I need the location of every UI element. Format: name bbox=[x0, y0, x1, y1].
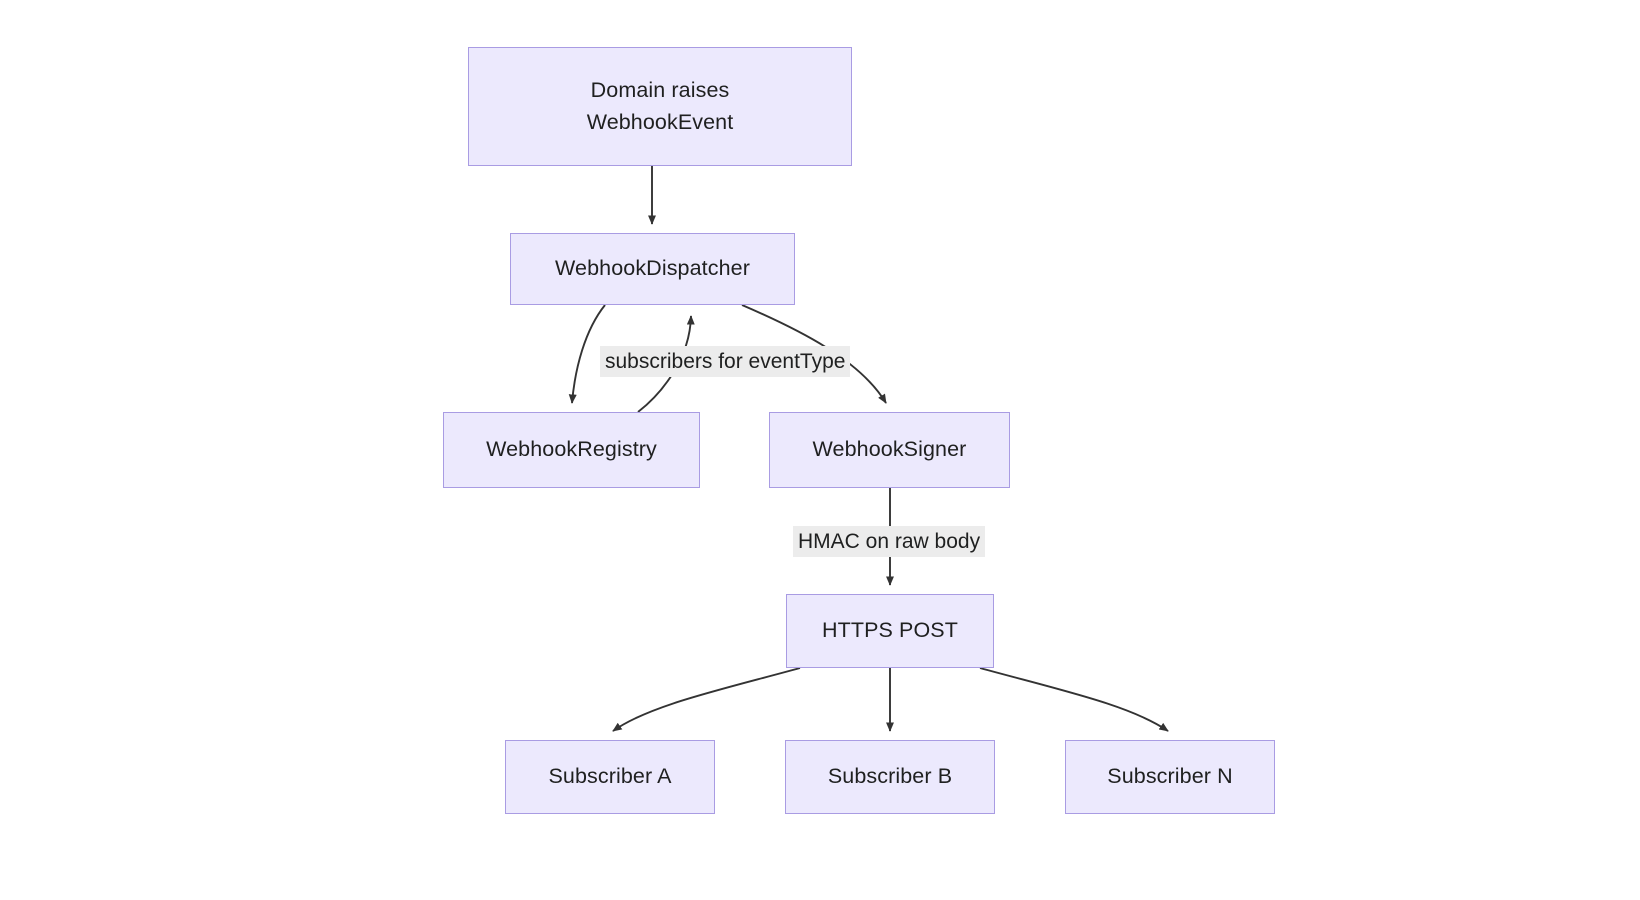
edge-label-subscribers-for-eventtype: subscribers for eventType bbox=[600, 346, 851, 378]
node-https-post[interactable]: HTTPS POST bbox=[786, 594, 994, 668]
edge-httpspost-to-subscriber-n bbox=[979, 667, 1169, 732]
node-domain-raises-webhookevent[interactable]: Domain raises WebhookEvent bbox=[468, 47, 852, 166]
node-label: WebhookSigner bbox=[812, 437, 967, 462]
node-label: Subscriber B bbox=[827, 764, 953, 789]
node-label: Subscriber N bbox=[1107, 764, 1233, 789]
node-webhookdispatcher[interactable]: WebhookDispatcher bbox=[510, 233, 795, 305]
node-subscriber-a[interactable]: Subscriber A bbox=[505, 740, 715, 814]
node-label: HTTPS POST bbox=[822, 618, 958, 643]
node-label: Domain raises WebhookEvent bbox=[586, 78, 734, 134]
node-label: WebhookRegistry bbox=[486, 437, 657, 462]
node-webhooksigner[interactable]: WebhookSigner bbox=[769, 412, 1010, 488]
node-subscriber-b[interactable]: Subscriber B bbox=[785, 740, 995, 814]
edge-dispatcher-to-registry bbox=[568, 304, 606, 404]
node-label: WebhookDispatcher bbox=[555, 256, 750, 281]
node-subscriber-n[interactable]: Subscriber N bbox=[1065, 740, 1275, 814]
node-label: Subscriber A bbox=[548, 764, 672, 789]
edge-httpspost-to-subscriber-a bbox=[612, 667, 801, 732]
node-webhookregistry[interactable]: WebhookRegistry bbox=[443, 412, 700, 488]
edge-label-hmac-on-raw-body: HMAC on raw body bbox=[793, 526, 986, 558]
